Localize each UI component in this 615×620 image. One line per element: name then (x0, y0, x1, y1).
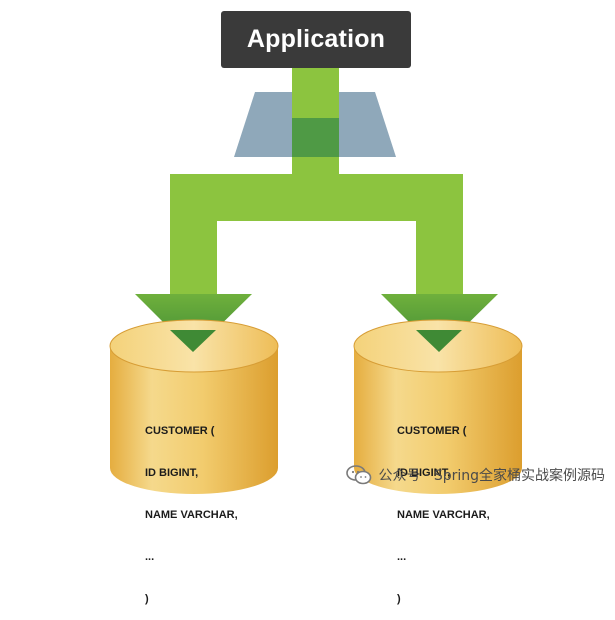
schema-line: ... (397, 551, 407, 563)
arrow-right-branch (416, 174, 463, 294)
schema-line: CUSTOMER ( (145, 425, 215, 437)
application-box: Application (221, 11, 411, 68)
application-label: Application (246, 25, 386, 53)
schema-line: ... (145, 551, 155, 563)
schema-line: ID BIGINT, (397, 467, 451, 479)
database-schema-right: CUSTOMER ( ID BIGINT, NAME VARCHAR, ... … (397, 396, 537, 620)
diagram-canvas (109, 66, 523, 494)
arrow-stem-overlap (292, 118, 339, 157)
wechat-icon (346, 465, 372, 485)
schema-line: ) (145, 593, 149, 605)
database-schema-left: CUSTOMER ( ID BIGINT, NAME VARCHAR, ... … (145, 396, 285, 620)
arrow-left-branch (170, 174, 217, 294)
watermark-text: 公众号 · Spring全家桶实战案例源码 (378, 468, 605, 484)
schema-line: ) (397, 593, 401, 605)
watermark: 公众号 · Spring全家桶实战案例源码 (346, 465, 605, 485)
arrow-left-head-tip (170, 330, 216, 352)
schema-line: CUSTOMER ( (397, 425, 467, 437)
schema-line: ID BIGINT, (145, 467, 199, 479)
arrow-right-head-tip (416, 330, 462, 352)
schema-line: NAME VARCHAR, (145, 509, 238, 521)
arrow-split-bar (170, 174, 463, 221)
schema-line: NAME VARCHAR, (397, 509, 490, 521)
